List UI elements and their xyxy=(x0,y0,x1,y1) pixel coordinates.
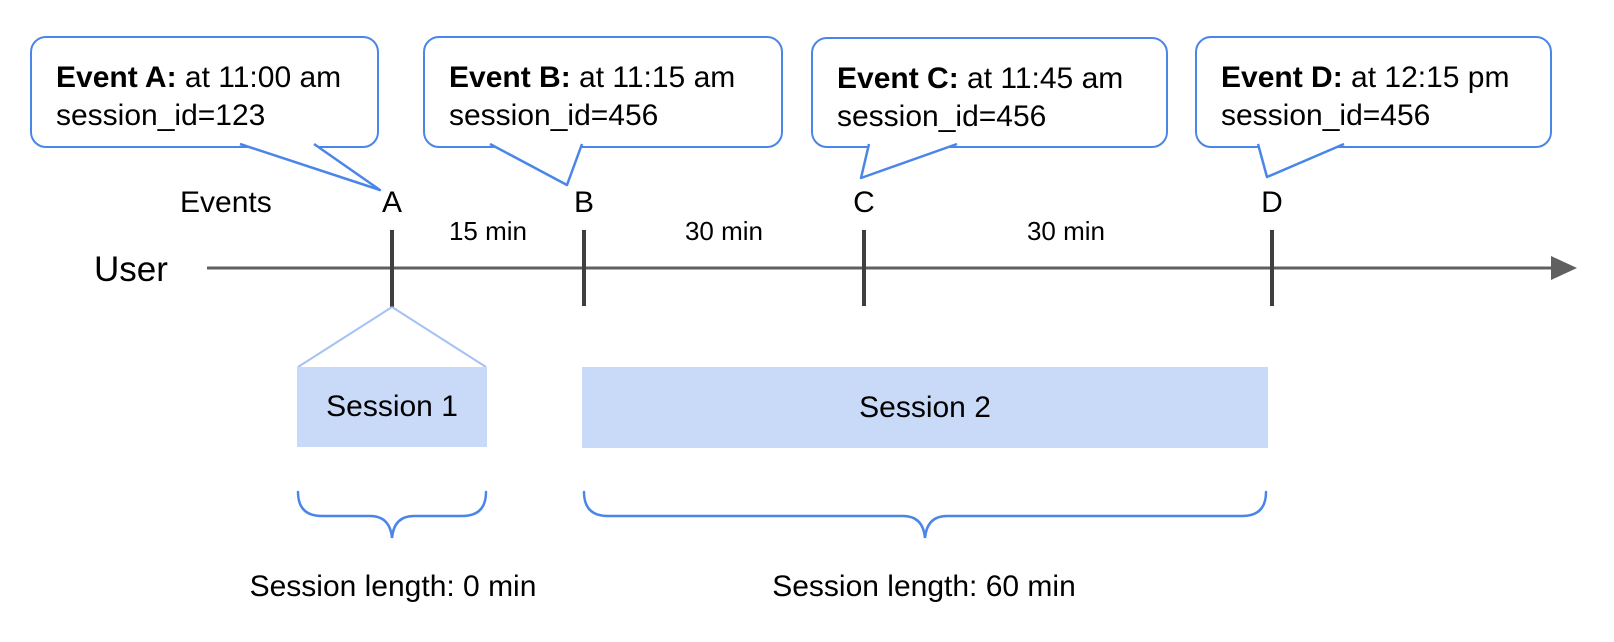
callout-event-a: Event A: at 11:00 am session_id=123 xyxy=(30,36,379,148)
event-marker-c: C xyxy=(853,186,875,219)
event-a-title: Event A: xyxy=(56,61,177,94)
callout-event-b: Event B: at 11:15 am session_id=456 xyxy=(423,36,783,148)
callout-tail-a xyxy=(239,142,382,192)
event-a-session-id: session_id=123 xyxy=(56,99,266,132)
event-d-session-id: session_id=456 xyxy=(1221,99,1431,132)
session1-funnel-right-line xyxy=(391,306,487,368)
session2-length-label: Session length: 60 min xyxy=(772,570,1076,603)
event-b-time: at 11:15 am xyxy=(579,61,736,94)
event-c-session-id: session_id=456 xyxy=(837,100,1047,133)
callout-event-d: Event D: at 12:15 pm session_id=456 xyxy=(1195,36,1552,148)
event-a-time: at 11:00 am xyxy=(184,61,342,94)
user-axis-label: User xyxy=(94,250,168,289)
event-marker-b: B xyxy=(573,186,594,219)
session1-funnel-left-line xyxy=(297,306,393,368)
callout-tail-d xyxy=(1256,142,1345,179)
callout-event-c-line1: Event C: at 11:45 am xyxy=(837,60,1166,98)
callout-event-b-line1: Event B: at 11:15 am xyxy=(449,59,781,97)
session1-bar: Session 1 xyxy=(297,367,487,447)
interval-a-b-label: 15 min xyxy=(448,216,528,246)
event-marker-a: A xyxy=(381,186,402,219)
event-c-time: at 11:45 am xyxy=(967,62,1124,95)
callout-event-a-line1: Event A: at 11:00 am xyxy=(56,59,377,97)
timeline-arrowhead-icon xyxy=(1551,256,1577,280)
callout-event-c: Event C: at 11:45 am session_id=456 xyxy=(811,37,1168,148)
session1-label: Session 1 xyxy=(326,390,458,423)
event-d-time: at 12:15 pm xyxy=(1351,61,1510,94)
event-c-title: Event C: xyxy=(837,62,959,95)
event-d-title: Event D: xyxy=(1221,61,1343,94)
event-marker-d: D xyxy=(1261,186,1283,219)
event-b-session-id: session_id=456 xyxy=(449,99,659,132)
interval-b-c-label: 30 min xyxy=(684,216,764,246)
callout-tail-b xyxy=(489,142,584,187)
session2-bar: Session 2 xyxy=(582,367,1268,448)
session2-label: Session 2 xyxy=(859,390,991,424)
session1-brace xyxy=(296,490,488,539)
interval-c-d-label: 30 min xyxy=(1026,216,1106,246)
session2-brace xyxy=(582,490,1268,539)
callout-event-d-line1: Event D: at 12:15 pm xyxy=(1221,59,1550,97)
session1-length-label: Session length: 0 min xyxy=(249,570,537,603)
callout-tail-c xyxy=(859,142,958,180)
event-b-title: Event B: xyxy=(449,61,571,94)
events-axis-label: Events xyxy=(180,186,272,219)
